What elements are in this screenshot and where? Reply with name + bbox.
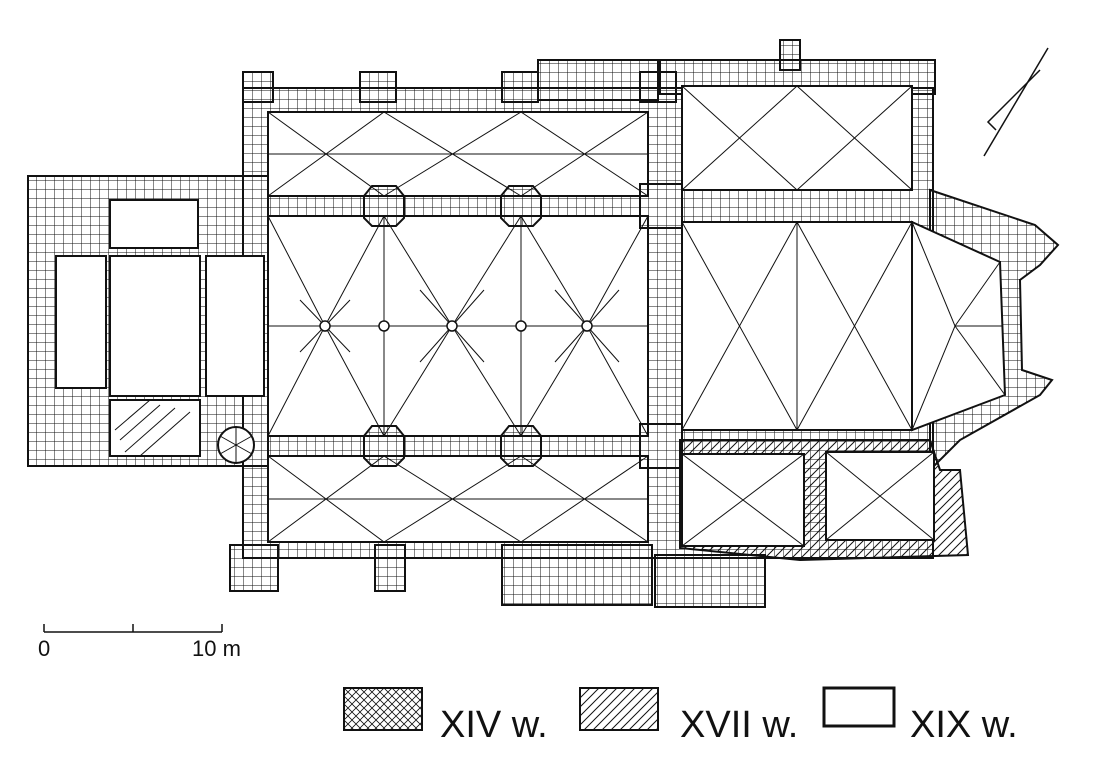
scale-bar — [43, 624, 223, 633]
rib-bosses — [319, 320, 593, 332]
scale-end-label: 10 m — [192, 636, 241, 661]
spiral-stair — [114, 399, 253, 463]
north-arrow-icon — [983, 47, 1049, 157]
legend-label-xvii: XVII w. — [680, 704, 799, 746]
nave-bays — [267, 85, 1007, 547]
tower-rooms — [55, 199, 265, 464]
vault-ribs — [267, 85, 1006, 547]
legend-swatch-xiv — [343, 687, 423, 731]
legend-label-xix: XIX w. — [910, 704, 1018, 746]
legend-swatch-xvii — [579, 687, 659, 731]
legend-swatch-xix — [822, 686, 896, 728]
scale-start-label: 0 — [38, 636, 51, 661]
legend-label-xiv: XIV w. — [440, 704, 548, 746]
piers — [363, 183, 683, 469]
